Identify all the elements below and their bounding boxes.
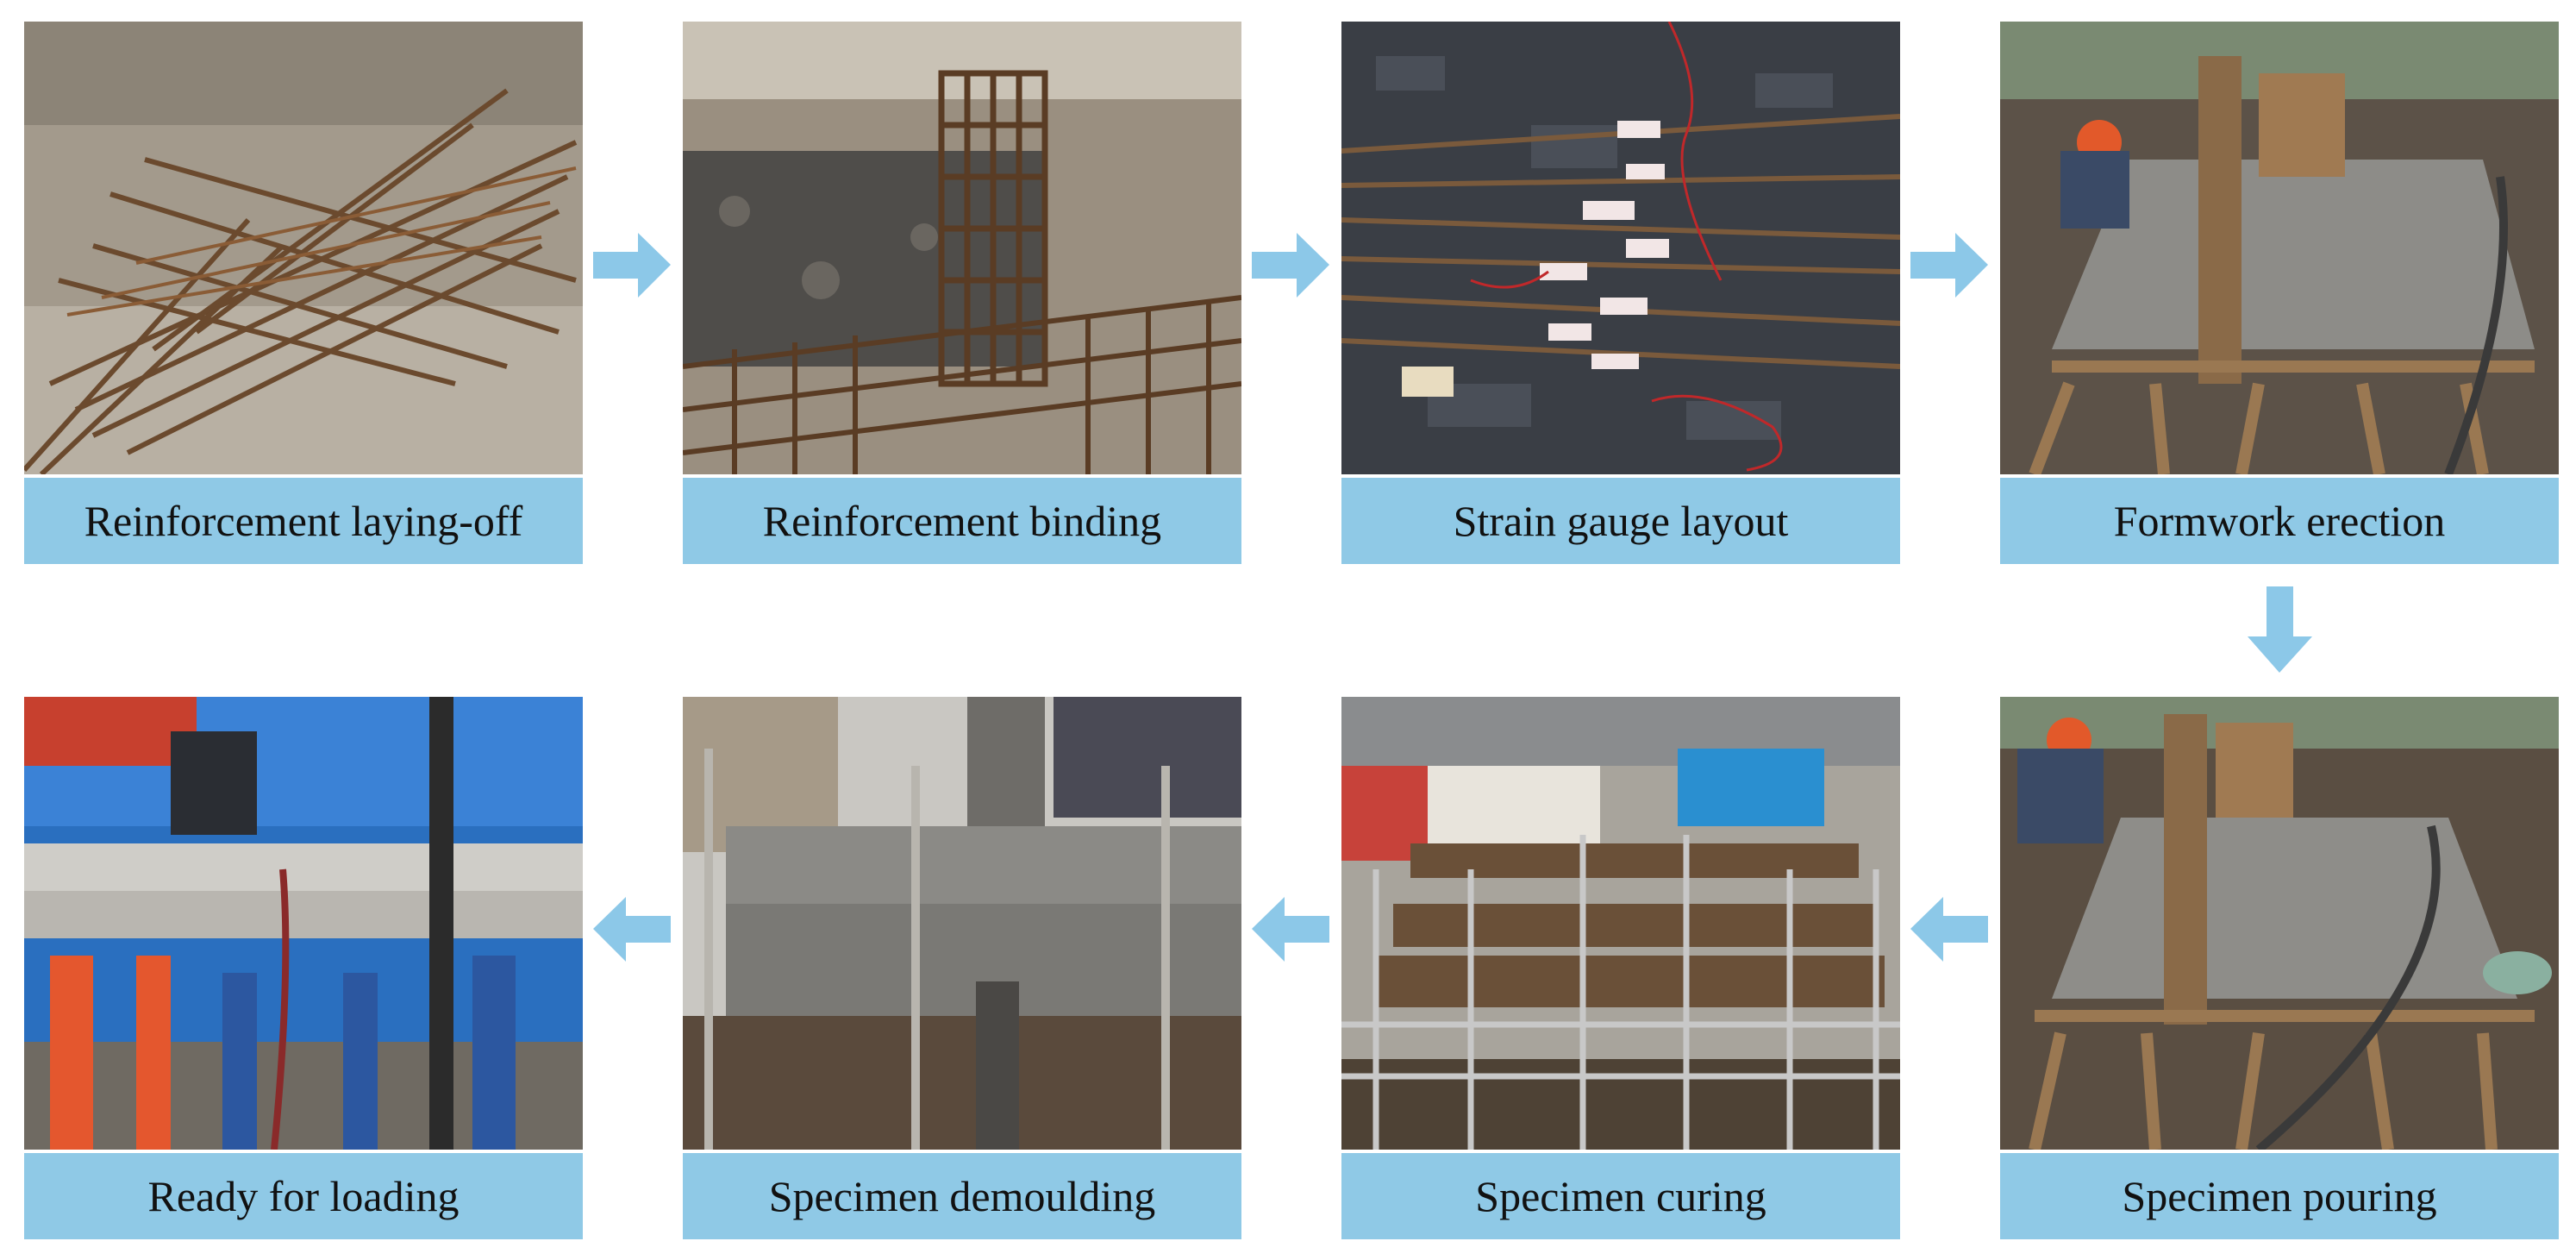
arrow-left-icon: [1252, 897, 1329, 962]
step-label: Specimen pouring: [2000, 1153, 2559, 1239]
step-label: Formwork erection: [2000, 478, 2559, 564]
arrow-left-icon: [1910, 897, 1988, 962]
arrow-down-icon: [2248, 586, 2312, 673]
arrow-left-icon: [593, 897, 671, 962]
step-label: Ready for loading: [24, 1153, 583, 1239]
rebar-pile-photo: [24, 22, 583, 474]
formwork-photo: [2000, 22, 2559, 474]
rebar-cage-photo: [683, 22, 1241, 474]
step-label: Reinforcement laying-off: [24, 478, 583, 564]
concrete-pouring-photo: [2000, 697, 2559, 1150]
step-label: Specimen demoulding: [683, 1153, 1241, 1239]
arrow-right-icon: [1252, 233, 1329, 298]
strain-gauge-photo: [1341, 22, 1900, 474]
arrow-right-icon: [593, 233, 671, 298]
step-label: Specimen curing: [1341, 1153, 1900, 1239]
arrow-right-icon: [1910, 233, 1988, 298]
curing-scaffold-photo: [1341, 697, 1900, 1150]
step-label: Strain gauge layout: [1341, 478, 1900, 564]
step-label: Reinforcement binding: [683, 478, 1241, 564]
demoulded-specimen-photo: [683, 697, 1241, 1150]
loading-frame-photo: [24, 697, 583, 1150]
